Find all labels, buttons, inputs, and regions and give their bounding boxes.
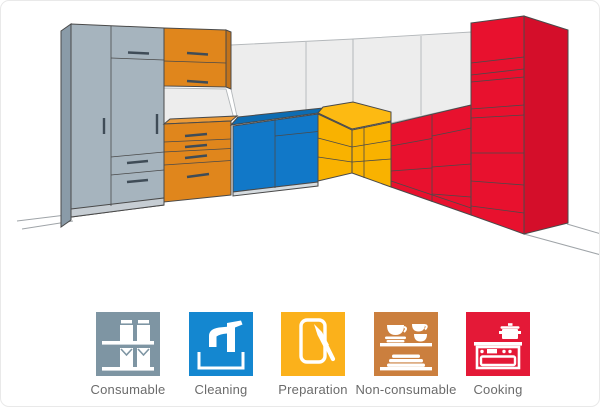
pantry-front-face <box>70 23 165 218</box>
red-tall-side-face <box>523 15 569 235</box>
legend-label-cleaning: Cleaning <box>194 382 248 397</box>
cleaning-faucet-icon <box>189 312 253 376</box>
red-tall-front-face <box>470 15 525 235</box>
legend-label-non-consumable: Non-consumable <box>355 382 457 397</box>
blue-front-face <box>232 113 319 193</box>
wall-panels <box>163 31 472 124</box>
non-consumable-wall-cabinet <box>163 27 232 90</box>
non-consumable-base-cabinet <box>162 115 239 203</box>
legend-item-consumable: Consumable <box>68 312 188 397</box>
legend-item-cooking: Cooking <box>438 312 558 397</box>
pantry-side-face <box>60 23 72 228</box>
red-base-front-face <box>390 104 472 216</box>
cooking-tall-cabinet <box>470 15 569 235</box>
yellow-countertop <box>317 101 392 130</box>
cooking-oven-icon <box>466 312 530 376</box>
cabinet-handles <box>102 51 210 184</box>
pantry-plinth <box>70 197 165 218</box>
kitchen-diagram <box>16 15 599 255</box>
preparation-cutting-board-icon <box>281 312 345 376</box>
legend-label-consumable: Consumable <box>90 382 166 397</box>
cooking-base-cabinets <box>390 104 472 216</box>
cleaning-base-cabinet <box>229 107 325 197</box>
non-consumable-dishes-icon <box>374 312 438 376</box>
wall-cabinet-front-face <box>163 27 227 88</box>
legend-item-preparation: Preparation <box>253 312 373 397</box>
blue-plinth <box>232 181 319 197</box>
preparation-corner-cabinet <box>317 101 392 188</box>
consumable-shelves-icon <box>96 312 160 376</box>
wall-cabinet-side-face <box>225 29 232 90</box>
legend-label-preparation: Preparation <box>278 382 348 397</box>
consumable-tall-cabinet <box>60 23 165 228</box>
legend-item-cleaning: Cleaning <box>161 312 281 397</box>
legend-label-cooking: Cooking <box>473 382 523 397</box>
legend-item-non-consumable: Non-consumable <box>346 312 466 397</box>
yellow-front-face-right <box>351 121 392 188</box>
